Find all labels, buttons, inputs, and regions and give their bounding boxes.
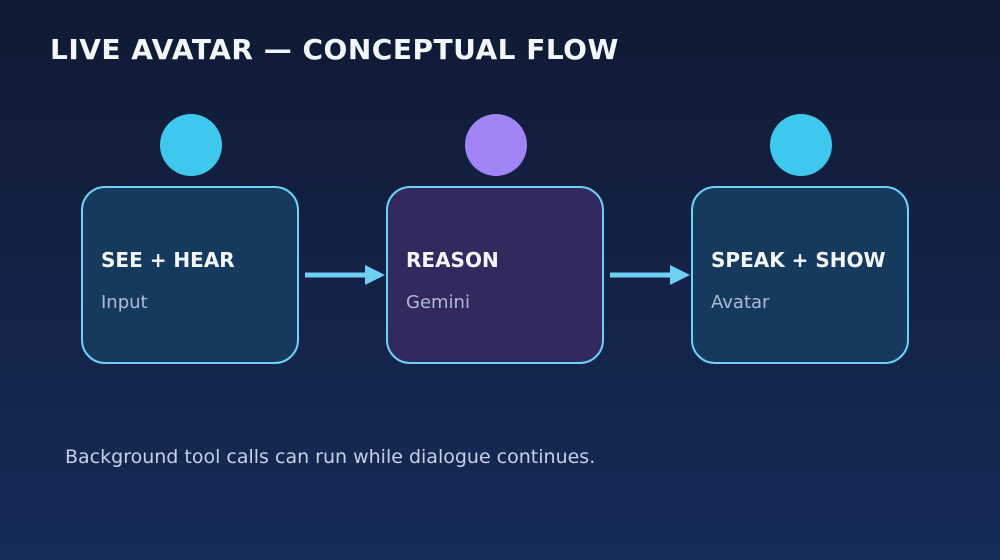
stage-subtitle: Input (101, 292, 148, 313)
flow-arrow-icon (610, 265, 690, 285)
stage-title: SPEAK + SHOW (711, 248, 886, 272)
stage-card-see-hear: SEE + HEAR Input (81, 186, 299, 364)
stage-node-circle (160, 114, 222, 176)
arrow-head (365, 265, 385, 285)
stage-subtitle: Avatar (711, 292, 770, 313)
flow-arrow-icon (305, 265, 385, 285)
stage-card-speak-show: SPEAK + SHOW Avatar (691, 186, 909, 364)
stage-title: REASON (406, 248, 499, 272)
stage-node-circle (465, 114, 527, 176)
stage-subtitle: Gemini (406, 292, 470, 313)
diagram-title: LIVE AVATAR — CONCEPTUAL FLOW (50, 33, 619, 66)
stage-title: SEE + HEAR (101, 248, 235, 272)
stage-node-circle (770, 114, 832, 176)
arrow-head (670, 265, 690, 285)
footnote-text: Background tool calls can run while dial… (65, 446, 596, 468)
stage-card-reason: REASON Gemini (386, 186, 604, 364)
